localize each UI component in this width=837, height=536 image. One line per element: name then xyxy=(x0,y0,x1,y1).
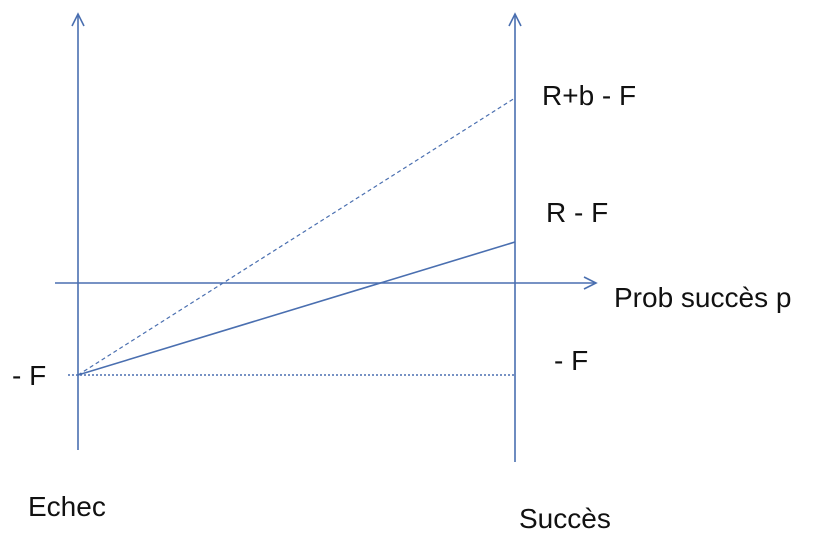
label-neg-f-right: - F xyxy=(554,345,589,376)
label-r-minus-f: R - F xyxy=(546,197,609,228)
label-r-plus-b-minus-f: R+b - F xyxy=(542,80,637,111)
payoff-line-r xyxy=(77,241,516,376)
label-succes: Succès xyxy=(519,503,611,534)
label-neg-f-left: - F xyxy=(12,360,47,391)
label-x-axis: Prob succès p xyxy=(614,282,792,313)
payoff-line-r-plus-b xyxy=(77,97,516,376)
label-echec: Echec xyxy=(28,491,106,522)
